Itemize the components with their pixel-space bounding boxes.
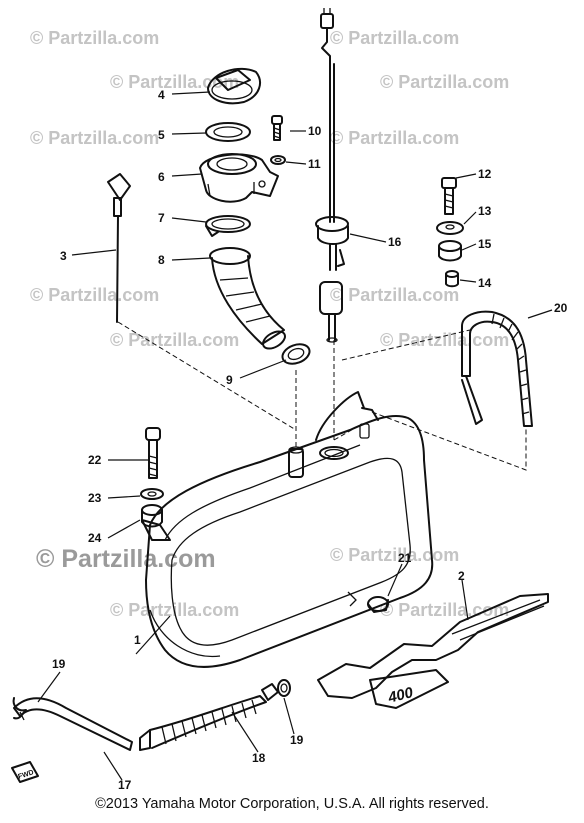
callout-18: 18 <box>252 751 266 765</box>
gasket-part <box>205 122 251 142</box>
washer-part-23 <box>140 488 164 500</box>
callout-9: 9 <box>226 373 233 387</box>
decal-text: 400 <box>385 684 415 707</box>
callout-24: 24 <box>88 531 102 545</box>
watermark-upper-left: © Partzilla.com <box>30 128 160 148</box>
filler-neck-part <box>199 153 279 203</box>
bolt-part-12 <box>441 177 457 215</box>
fwd-tag-text: FWD <box>17 769 34 781</box>
clamp-part-7 <box>205 215 251 237</box>
decal-part: 400 <box>317 593 549 709</box>
washer-part-13 <box>436 221 464 235</box>
leader-lines <box>37 91 553 781</box>
bolt-part-22 <box>145 427 161 479</box>
washer-part-11 <box>270 155 286 165</box>
clip-part-19a <box>12 697 27 720</box>
copyright-notice: ©2013 Yamaha Motor Corporation, U.S.A. A… <box>95 796 489 812</box>
callout-17: 17 <box>118 778 132 792</box>
fwd-tag: FWD <box>11 761 39 783</box>
collar-part-14 <box>445 270 459 288</box>
damper-part-21 <box>367 596 389 613</box>
watermark-top-left: © Partzilla.com <box>30 28 160 48</box>
callout-11: 11 <box>308 157 321 171</box>
watermark-mid2-right: © Partzilla.com <box>380 330 510 350</box>
callout-14: 14 <box>478 276 492 290</box>
watermark-lower-right: © Partzilla.com <box>330 545 460 565</box>
callout-8: 8 <box>158 253 165 267</box>
damper-part-15 <box>438 240 462 262</box>
watermark-mid-right: © Partzilla.com <box>330 285 460 305</box>
overflow-hose-part <box>139 683 279 751</box>
vent-pipe-part <box>461 310 533 427</box>
fuel-tank-part <box>141 391 434 668</box>
callout-7: 7 <box>158 211 165 225</box>
callout-10: 10 <box>308 124 322 138</box>
breather-hose-part <box>13 697 133 751</box>
callout-3: 3 <box>60 249 67 263</box>
filler-cap-part <box>207 67 261 105</box>
dipstick-part <box>107 173 131 323</box>
callout-20: 20 <box>554 301 568 315</box>
fuel-gauge-sender-part <box>315 8 349 343</box>
callout-12: 12 <box>478 167 492 181</box>
callout-labels: 1 2 3 4 5 6 7 8 9 10 11 12 13 14 15 16 1… <box>52 88 568 792</box>
assembly-lines <box>117 321 527 471</box>
callout-6: 6 <box>158 170 165 184</box>
callout-15: 15 <box>478 237 492 251</box>
bolt-part-10 <box>271 115 283 141</box>
watermark-upper-right: © Partzilla.com <box>330 128 460 148</box>
callout-1: 1 <box>134 633 141 647</box>
watermark-top-mid-left: © Partzilla.com <box>110 72 240 92</box>
watermark-mid-left: © Partzilla.com <box>30 285 160 305</box>
damper-part-24 <box>141 504 163 528</box>
callout-5: 5 <box>158 128 165 142</box>
callout-4: 4 <box>158 88 165 102</box>
callout-23: 23 <box>88 491 102 505</box>
clip-part-19b <box>277 679 291 697</box>
watermark-mid2-left: © Partzilla.com <box>110 330 240 350</box>
watermark-top-right: © Partzilla.com <box>330 28 460 48</box>
callout-22: 22 <box>88 453 102 467</box>
callout-13: 13 <box>478 204 492 218</box>
callout-16: 16 <box>388 235 402 249</box>
watermark-top-mid-right: © Partzilla.com <box>380 72 510 92</box>
callout-19-second: 19 <box>290 733 304 747</box>
filler-hose-part <box>209 247 286 350</box>
callout-2: 2 <box>458 569 465 583</box>
watermark-main: © Partzilla.com <box>36 545 216 573</box>
clamp-part-9 <box>281 343 311 365</box>
callout-19: 19 <box>52 657 66 671</box>
callout-21: 21 <box>398 551 412 565</box>
